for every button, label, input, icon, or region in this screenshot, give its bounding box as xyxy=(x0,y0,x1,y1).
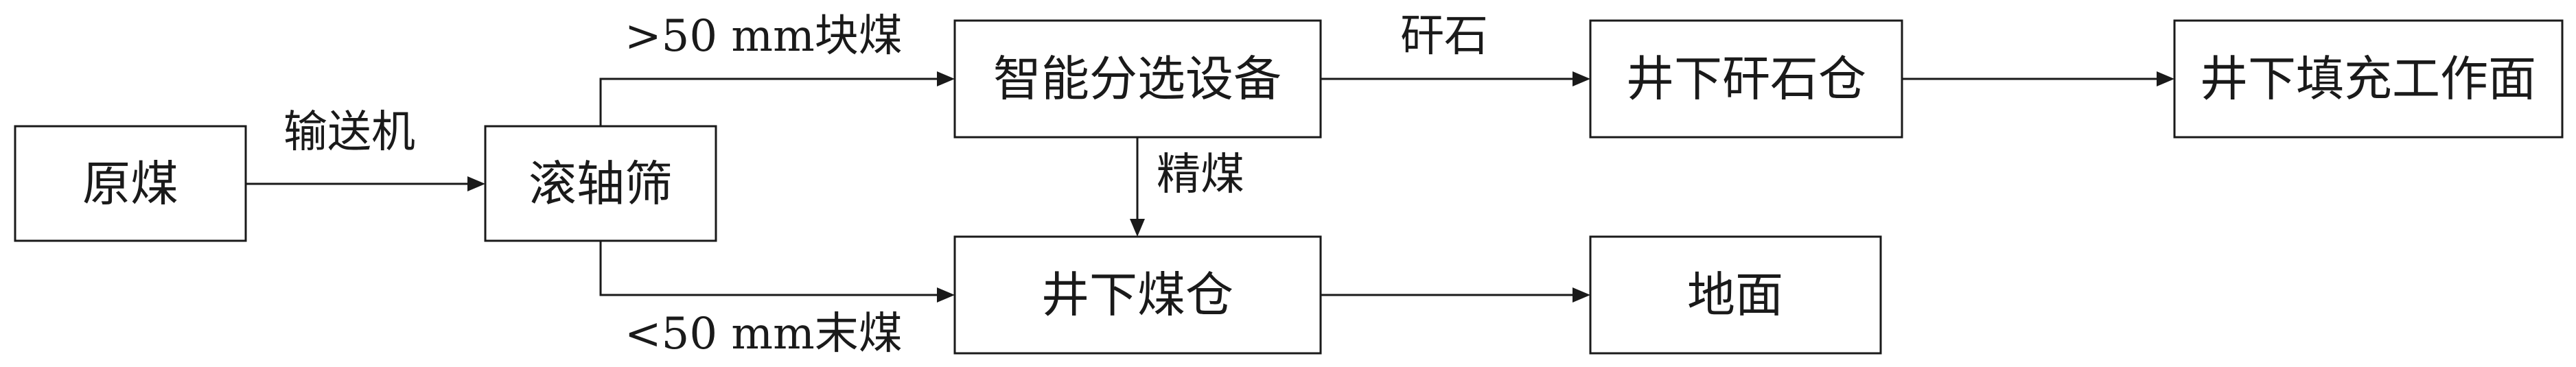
edge-sorter-to-gangue-bin xyxy=(1321,71,1590,86)
edge-coal-bin-to-surface xyxy=(1321,287,1590,303)
edge-raw-to-screen xyxy=(246,176,485,191)
node-smart-sorter-label: 智能分选设备 xyxy=(993,51,1281,107)
node-surface-label: 地面 xyxy=(1687,267,1783,323)
edge-label-lump-coal: >50 mm块煤 xyxy=(625,11,903,62)
node-raw-coal: 原煤 xyxy=(14,125,247,242)
node-roller-screen: 滚轴筛 xyxy=(484,125,717,242)
node-raw-coal-label: 原煤 xyxy=(82,156,178,212)
edge-screen-to-sorter xyxy=(599,71,955,126)
node-filling-face-label: 井下填充工作面 xyxy=(2200,51,2536,107)
node-coal-bin: 井下煤仓 xyxy=(953,235,1322,355)
edge-screen-to-coal-bin xyxy=(599,241,955,303)
node-filling-face: 井下填充工作面 xyxy=(2173,19,2564,139)
edge-label-gangue: 矸石 xyxy=(1400,11,1488,62)
node-gangue-bin: 井下矸石仓 xyxy=(1589,19,1903,139)
edge-label-clean-coal: 精煤 xyxy=(1157,150,1244,200)
edge-sorter-to-coal-bin xyxy=(1130,137,1145,237)
node-gangue-bin-label: 井下矸石仓 xyxy=(1626,51,1866,107)
node-coal-bin-label: 井下煤仓 xyxy=(1041,267,1233,323)
node-smart-sorter: 智能分选设备 xyxy=(953,19,1322,139)
node-surface: 地面 xyxy=(1589,235,1882,355)
edge-label-conveyor: 输送机 xyxy=(283,107,415,158)
edge-gangue-bin-to-filling-face xyxy=(1902,71,2174,86)
node-roller-screen-label: 滚轴筛 xyxy=(529,156,673,212)
edge-label-fine-coal: <50 mm末煤 xyxy=(625,309,903,359)
